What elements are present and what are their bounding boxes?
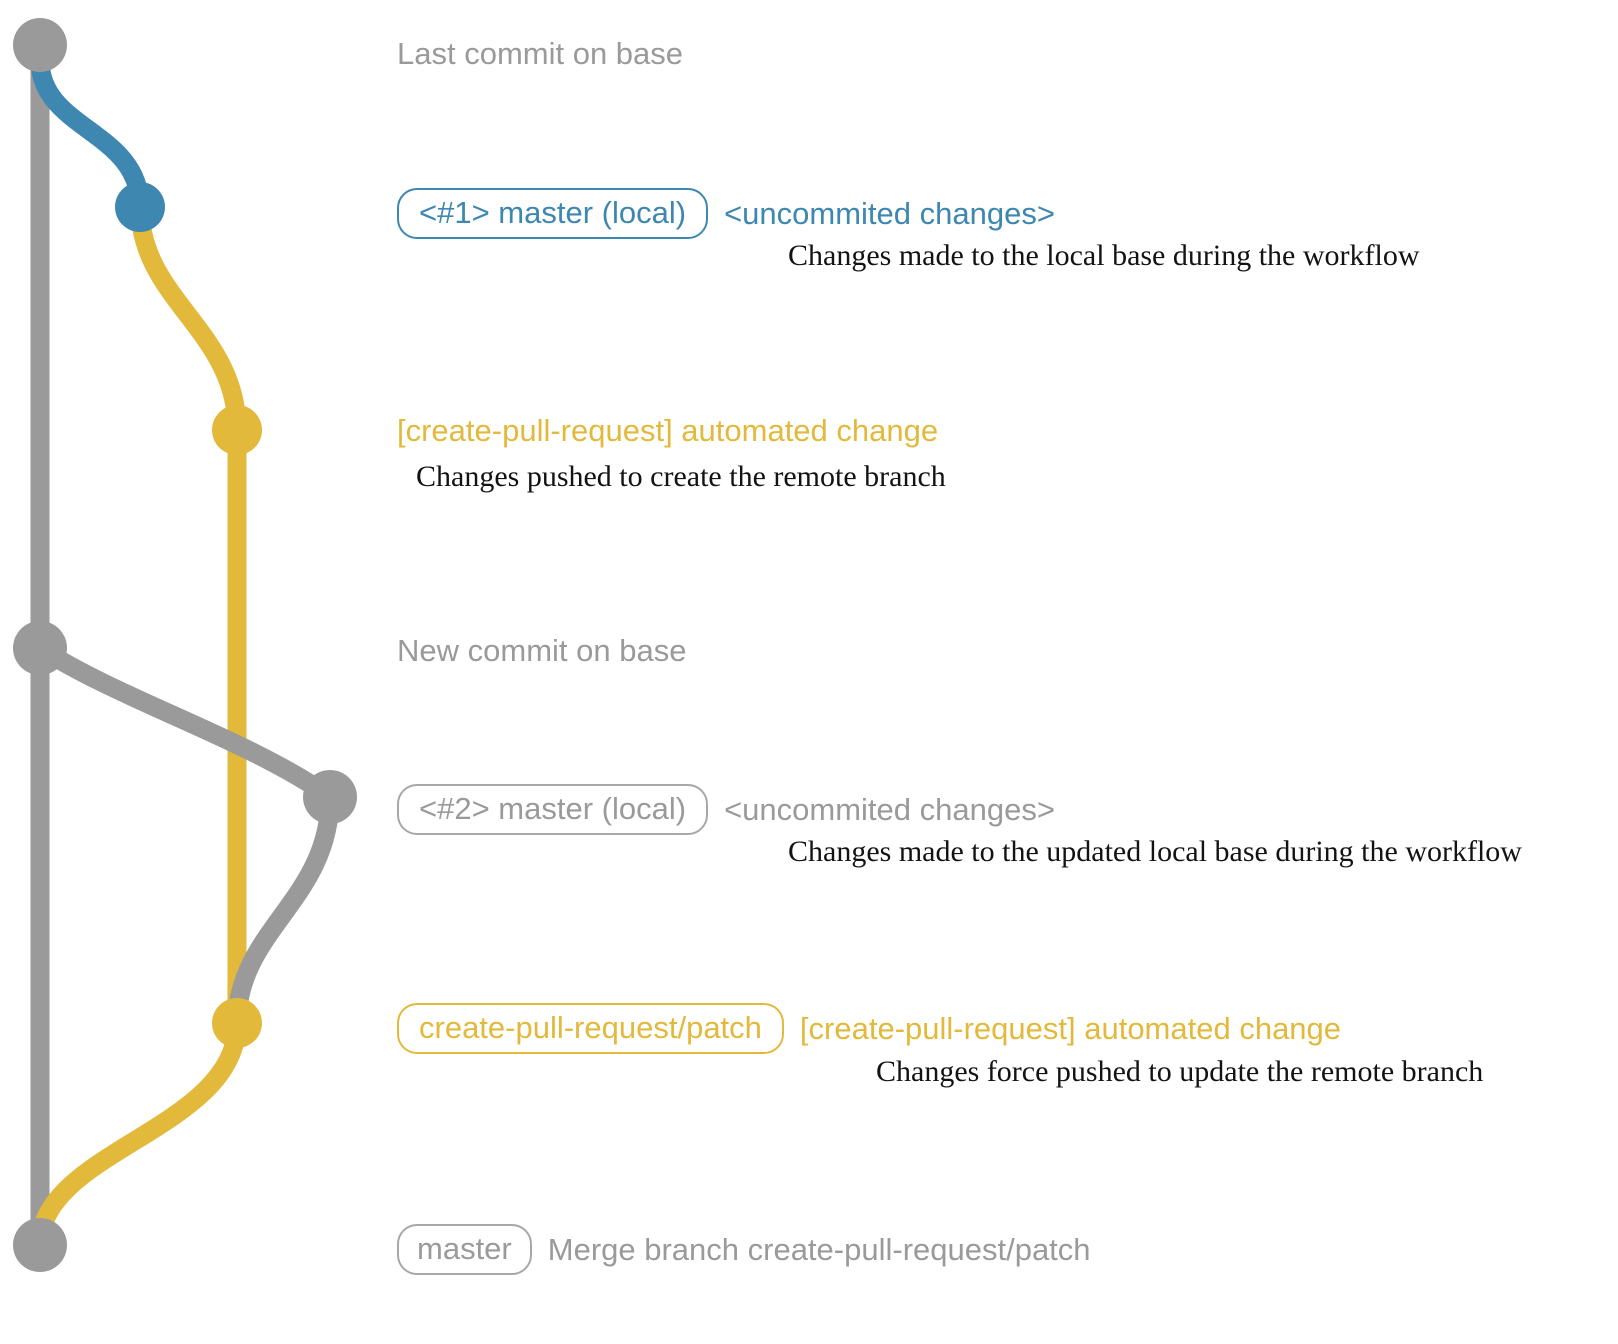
node-master-local-2 xyxy=(303,770,357,824)
edge-local-2-to-patch-2 xyxy=(227,787,340,1033)
ref-badge-create-pull-request-patch[interactable]: create-pull-request/patch xyxy=(397,1003,784,1054)
node-last-commit-on-base xyxy=(13,18,67,72)
row-automated-change-2: create-pull-request/patch [create-pull-r… xyxy=(397,1003,1341,1054)
description-automated-change-1: Changes pushed to create the remote bran… xyxy=(416,460,946,493)
commit-subject-merge-master: Merge branch create-pull-request/patch xyxy=(547,1232,1091,1267)
node-merge-master xyxy=(13,1218,67,1272)
description-automated-change-2: Changes force pushed to update the remot… xyxy=(876,1055,1484,1088)
row-master-local-2: <#2> master (local) <uncommited changes> xyxy=(397,784,1055,835)
commit-subject-automated-change-1: [create-pull-request] automated change xyxy=(397,413,939,448)
heading-last-commit-on-base: Last commit on base xyxy=(397,36,684,71)
description-master-local-1: Changes made to the local base during th… xyxy=(788,239,1420,272)
commit-subject-automated-change-2: [create-pull-request] automated change xyxy=(799,1011,1342,1046)
edge-local-1-to-patch-1 xyxy=(130,197,247,440)
node-master-local-1 xyxy=(115,182,165,232)
row-merge-master: master Merge branch create-pull-request/… xyxy=(397,1224,1091,1275)
node-automated-change-2 xyxy=(212,998,262,1048)
commit-subject-master-local-1: <uncommited changes> xyxy=(724,196,1055,231)
ref-badge-master-local-2[interactable]: <#2> master (local) xyxy=(397,784,709,835)
ref-badge-master[interactable]: master xyxy=(397,1224,532,1275)
description-master-local-2: Changes made to the updated local base d… xyxy=(788,835,1522,868)
edge-base-to-local-2 xyxy=(30,638,340,807)
node-automated-change-1 xyxy=(212,405,262,455)
ref-badge-master-local-1[interactable]: <#1> master (local) xyxy=(397,188,709,239)
commit-graph xyxy=(13,18,357,1272)
edge-patch-2-to-merge xyxy=(30,1013,247,1255)
commit-subject-master-local-2: <uncommited changes> xyxy=(724,792,1055,827)
edge-base-to-local-1 xyxy=(30,50,150,217)
row-master-local-1: <#1> master (local) <uncommited changes> xyxy=(397,188,1055,239)
heading-new-commit-on-base: New commit on base xyxy=(397,633,687,668)
node-new-commit-on-base xyxy=(13,621,67,675)
